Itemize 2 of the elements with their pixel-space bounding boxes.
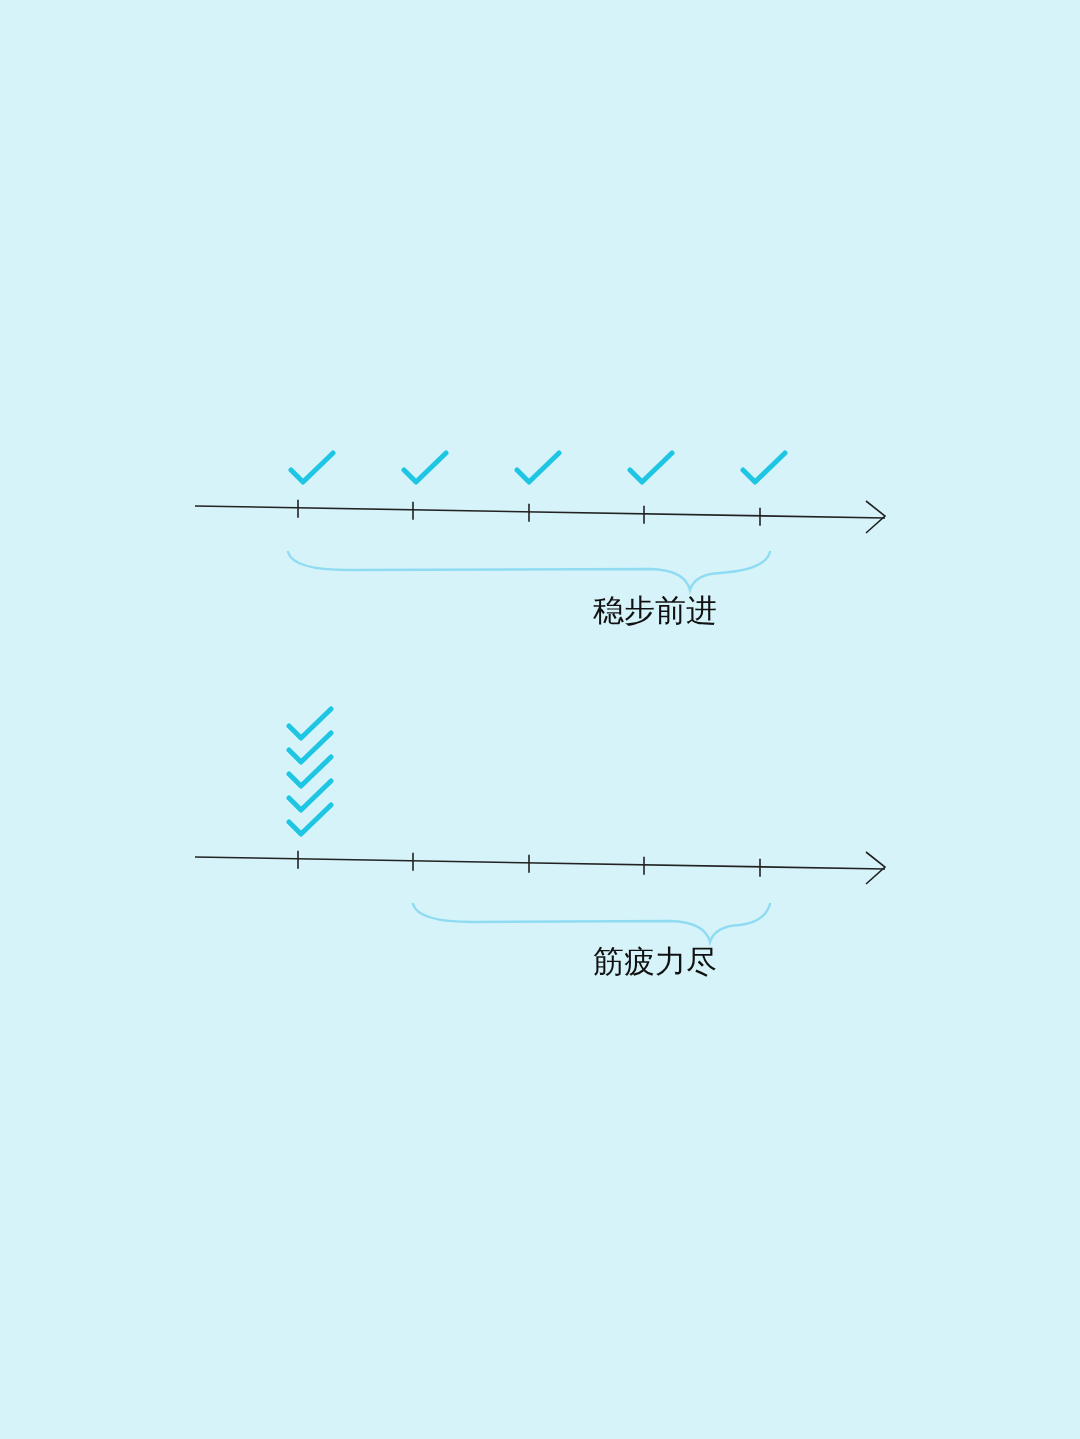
caption-label: 筋疲力尽 [593, 946, 717, 977]
caption-label: 稳步前进 [593, 595, 717, 626]
